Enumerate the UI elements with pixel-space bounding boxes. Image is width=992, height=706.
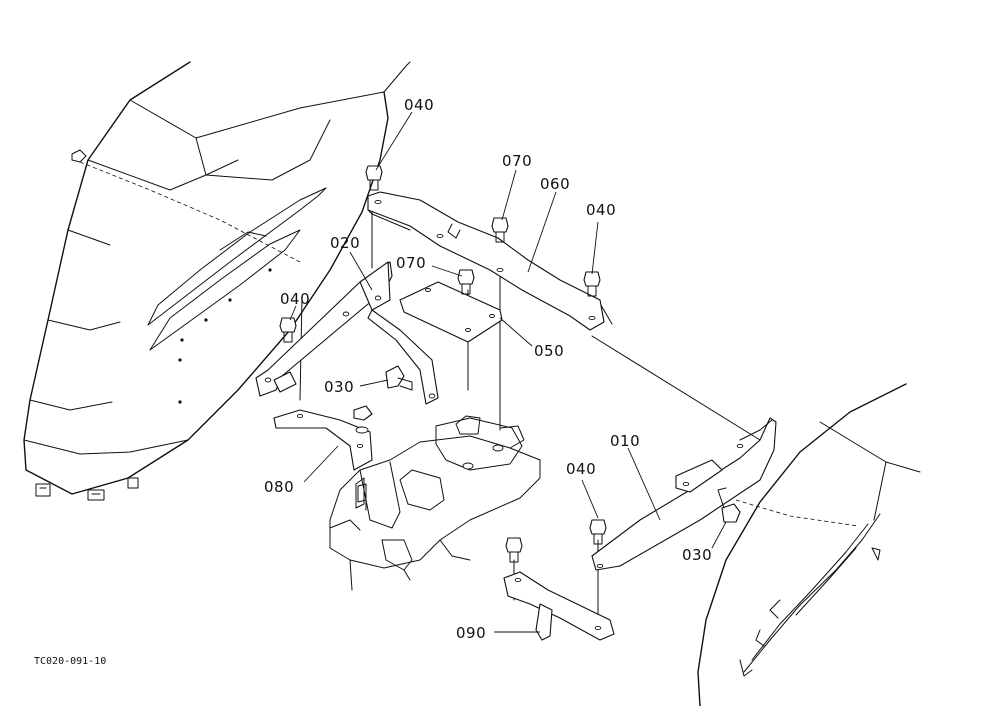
callout-040-right: 040 — [586, 201, 616, 219]
plate-050 — [399, 281, 503, 343]
bolt-040-right — [583, 271, 601, 297]
bolt-070-a — [491, 217, 509, 243]
callout-020: 020 — [330, 234, 360, 252]
bracket-010 — [591, 417, 777, 571]
callout-010: 010 — [610, 432, 640, 450]
callout-090: 090 — [456, 624, 486, 642]
callout-050: 050 — [534, 342, 564, 360]
bracket-020 — [255, 261, 439, 405]
bolt-040-left — [279, 317, 297, 343]
bolt-030-right — [717, 487, 741, 523]
callout-060: 060 — [540, 175, 570, 193]
callout-leaders — [289, 111, 727, 633]
callout-040-lower: 040 — [566, 460, 596, 478]
nut-washer-080 — [353, 405, 373, 503]
bolt-030-center — [385, 365, 413, 391]
reference-code: TC020-091-10 — [34, 656, 106, 667]
valve-block — [329, 415, 541, 591]
bolt-090 — [505, 537, 523, 563]
callout-labels: 040 070 060 040 020 070 040 050 030 080 … — [264, 96, 712, 642]
bracket-080 — [273, 409, 373, 471]
callout-040-left: 040 — [280, 290, 310, 308]
callout-070-b: 070 — [396, 254, 426, 272]
callout-030-center: 030 — [324, 378, 354, 396]
bracket-090 — [503, 571, 615, 641]
left-fender — [23, 61, 411, 501]
bolt-040-lower — [589, 519, 607, 545]
right-fender — [697, 383, 921, 706]
callout-080: 080 — [264, 478, 294, 496]
bolt-040-top — [365, 165, 383, 191]
callout-040-top: 040 — [404, 96, 434, 114]
callout-070-a: 070 — [502, 152, 532, 170]
callout-030-right: 030 — [682, 546, 712, 564]
bolt-070-b — [457, 269, 475, 295]
bracket-060 — [367, 191, 605, 331]
